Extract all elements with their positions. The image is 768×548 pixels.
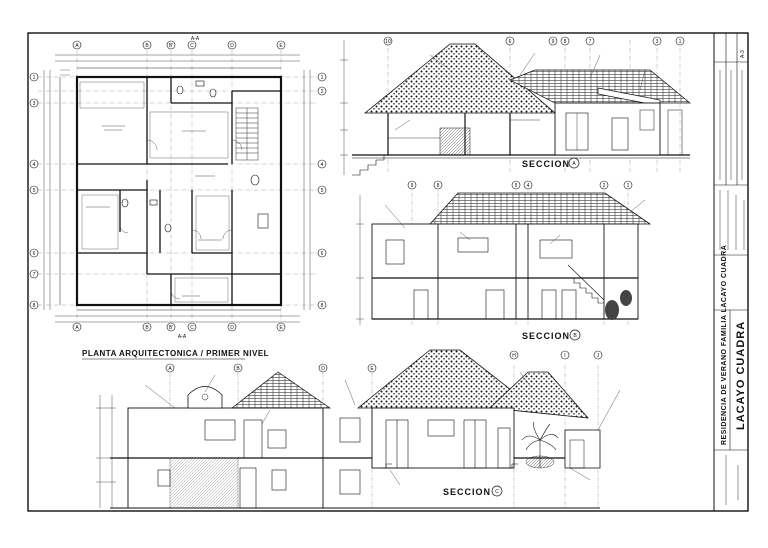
grid-label: 9 [411, 183, 414, 189]
section-a-title: SECCION [522, 159, 570, 169]
section-c-marker: C [495, 489, 499, 495]
grid-label: B [145, 325, 149, 331]
section-cut-marker: A-A [191, 36, 200, 42]
plan-title: PLANTA ARQUITECTONICA / PRIMER NIVEL [82, 349, 269, 358]
section-c: A B D E H I J SECCION C [96, 349, 621, 509]
grid-label: 6 [321, 251, 324, 257]
plan-column-labels-bottom: A B B' C D E [72, 322, 286, 332]
grid-label: 5 [321, 188, 324, 194]
section-cut-marker: A-A [178, 334, 187, 340]
section-c-title: SECCION [443, 487, 491, 497]
section-b-marker: B [573, 333, 577, 339]
section-b-title: SECCION [522, 331, 570, 341]
grid-label: 5 [33, 188, 36, 194]
grid-label: 10 [385, 39, 391, 45]
grid-label: C [190, 43, 194, 49]
project-name: RESIDENCIA DE VERANO FAMILIA LACAYO CUAD… [721, 245, 728, 445]
grid-label: 8 [564, 39, 567, 45]
section-a: 10 6 9 8 7 3 1 SECCION A [340, 36, 691, 176]
grid-label: 4 [321, 162, 324, 168]
grid-label: 1 [33, 75, 36, 81]
grid-label: 9 [552, 39, 555, 45]
grid-label: B [236, 366, 240, 372]
sheet-number: A-3 [740, 50, 746, 58]
plan-column-labels-top: A B B' C D E [72, 40, 286, 50]
grid-label: 1 [679, 39, 682, 45]
grid-label: D [230, 43, 234, 49]
grid-label: 4 [33, 162, 36, 168]
grid-label: A [168, 366, 172, 372]
title-block: A-3 RESIDENCIA DE VERANO FAMILIA LACAYO … [714, 33, 748, 505]
grid-label: E [279, 325, 283, 331]
grid-label: 8 [321, 303, 324, 309]
grid-label: 8 [437, 183, 440, 189]
grid-label: 6 [33, 251, 36, 257]
grid-label: B [145, 43, 149, 49]
grid-label: B' [169, 325, 173, 331]
plan-row-labels: 1 3 4 5 6 7 8 1 2 4 5 6 8 [29, 72, 327, 310]
section-b: 9 8 5 4 2 1 SECCION B [356, 180, 652, 341]
grid-label: 8 [33, 303, 36, 309]
grid-label: E [279, 43, 283, 49]
sheet-border [27, 32, 749, 512]
grid-label: 1 [321, 75, 324, 81]
section-a-marker: A [572, 161, 576, 167]
floor-plan: A B B' C D E A B B' C D E [29, 36, 327, 360]
grid-label: J [597, 353, 600, 359]
grid-label: D [230, 325, 234, 331]
grid-label: H [512, 353, 516, 359]
grid-label: 3 [33, 101, 36, 107]
owner-name: LACAYO CUADRA [735, 321, 747, 430]
grid-label: A [75, 43, 79, 49]
grid-label: 3 [656, 39, 659, 45]
grid-label: 2 [603, 183, 606, 189]
grid-label: 4 [527, 183, 530, 189]
grid-label: D [321, 366, 325, 372]
grid-label: 6 [509, 39, 512, 45]
grid-label: 1 [627, 183, 630, 189]
grid-label: C [190, 325, 194, 331]
grid-label: I [564, 353, 565, 359]
grid-label: A [75, 325, 79, 331]
grid-label: 2 [321, 89, 324, 95]
grid-label: 7 [33, 272, 36, 278]
grid-label: 7 [589, 39, 592, 45]
grid-label: E [370, 366, 374, 372]
grid-label: B' [169, 43, 173, 49]
grid-label: 5 [515, 183, 518, 189]
